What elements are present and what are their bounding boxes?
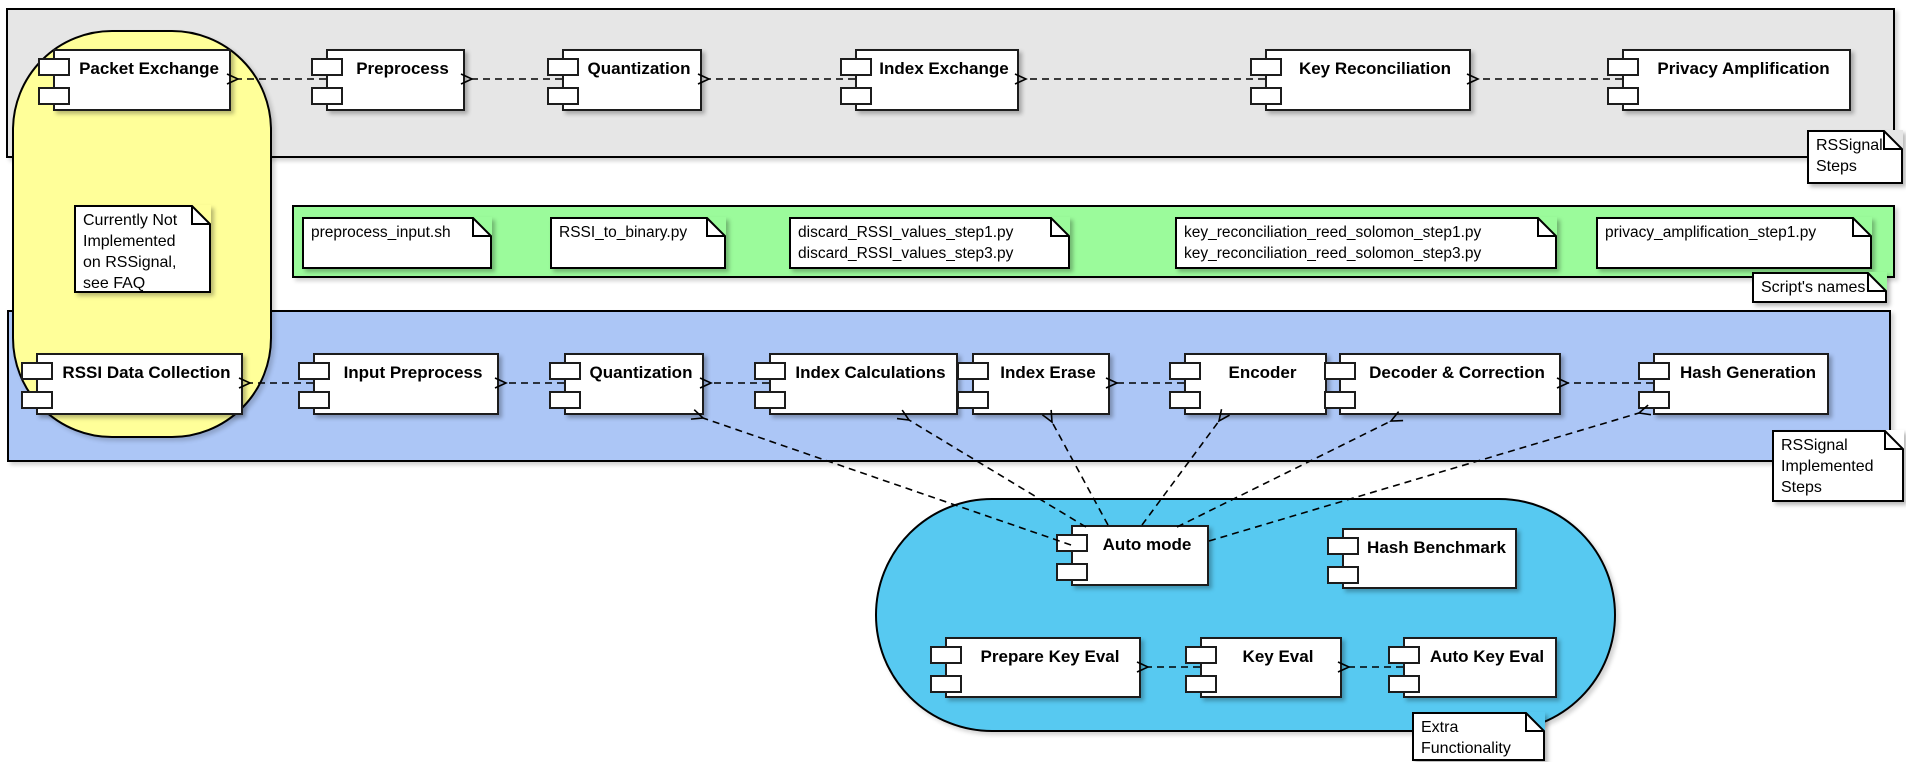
component-label: Index Calculations (795, 363, 946, 382)
note-fold-icon (191, 205, 211, 225)
note-discard-rssi-values[interactable]: discard_RSSI_values_step1.py discard_RSS… (789, 217, 1070, 269)
note-text: RSSignal Steps (1816, 137, 1883, 175)
component-packet-exchange[interactable]: Packet Exchange (38, 49, 231, 111)
component-label: Prepare Key Eval (980, 647, 1120, 666)
note-preprocess-input-sh[interactable]: preprocess_input.sh (302, 217, 492, 269)
component-label: Key Eval (1242, 647, 1314, 666)
note-fold-icon (1852, 217, 1872, 237)
component-hash-benchmark[interactable]: Hash Benchmark (1327, 528, 1517, 589)
component-key-eval[interactable]: Key Eval (1185, 637, 1342, 698)
note-text: RSSI_to_binary.py (559, 224, 688, 241)
component-privacy-amplification[interactable]: Privacy Amplification (1607, 49, 1851, 111)
component-label: Auto Key Eval (1429, 647, 1545, 666)
note-fold-icon (1867, 272, 1887, 292)
component-index-calculations[interactable]: Index Calculations (754, 353, 958, 415)
component-encoder[interactable]: Encoder (1169, 353, 1327, 415)
note-text: privacy_amplification_step1.py (1605, 224, 1817, 241)
note-fold-icon (472, 217, 492, 237)
note-text: Currently Not Implemented on RSSignal, s… (83, 212, 178, 292)
note-text: Script's names (1761, 279, 1866, 296)
note-extra-functionality[interactable]: Extra Functionality (1412, 712, 1545, 761)
note-text: Extra Functionality (1421, 719, 1511, 757)
component-auto-mode[interactable]: Auto mode (1056, 525, 1209, 586)
component-quantization-top[interactable]: Quantization (547, 49, 702, 111)
note-fold-icon (1537, 217, 1557, 237)
component-index-exchange[interactable]: Index Exchange (840, 49, 1019, 111)
component-input-preprocess[interactable]: Input Preprocess (298, 353, 499, 415)
component-index-erase[interactable]: Index Erase (957, 353, 1110, 415)
component-label: RSSI Data Collection (62, 363, 231, 382)
component-label: Index Erase (1000, 363, 1096, 382)
component-auto-key-eval[interactable]: Auto Key Eval (1388, 637, 1557, 698)
note-fold-icon (1883, 130, 1903, 150)
component-label: Preprocess (356, 59, 449, 78)
component-label: Packet Exchange (79, 59, 219, 78)
note-rssi-to-binary-py[interactable]: RSSI_to_binary.py (550, 217, 726, 269)
component-hash-generation[interactable]: Hash Generation (1638, 353, 1829, 415)
note-text: key_reconciliation_reed_solomon_step1.py… (1184, 224, 1482, 262)
component-key-reconciliation[interactable]: Key Reconciliation (1250, 49, 1471, 111)
note-fold-icon (1050, 217, 1070, 237)
component-quantization-implemented[interactable]: Quantization (549, 353, 704, 415)
note-fold-icon (706, 217, 726, 237)
component-rssi-data-collection[interactable]: RSSI Data Collection (21, 353, 243, 415)
note-rssignal-implemented-steps[interactable]: RSSignal Implemented Steps (1772, 430, 1904, 502)
component-label: Decoder & Correction (1369, 363, 1545, 382)
component-label: Auto mode (1102, 535, 1192, 554)
component-label: Input Preprocess (343, 363, 483, 382)
note-rssignal-steps[interactable]: RSSignal Steps (1807, 130, 1903, 184)
note-key-reconciliation-scripts[interactable]: key_reconciliation_reed_solomon_step1.py… (1175, 217, 1557, 269)
component-label: Quantization (587, 59, 691, 78)
component-label: Quantization (589, 363, 693, 382)
note-fold-icon (1884, 430, 1904, 450)
component-label: Privacy Amplification (1657, 59, 1830, 78)
note-text: RSSignal Implemented Steps (1781, 437, 1874, 496)
component-label: Encoder (1228, 363, 1297, 382)
note-privacy-amplification-script[interactable]: privacy_amplification_step1.py (1596, 217, 1872, 269)
note-fold-icon (1525, 712, 1545, 732)
component-prepare-key-eval[interactable]: Prepare Key Eval (930, 637, 1141, 698)
component-decoder-correction[interactable]: Decoder & Correction (1324, 353, 1561, 415)
note-script-names[interactable]: Script's names (1752, 272, 1887, 303)
note-text: preprocess_input.sh (311, 224, 451, 241)
component-preprocess[interactable]: Preprocess (311, 49, 465, 111)
component-label: Hash Benchmark (1367, 538, 1506, 557)
note-text: discard_RSSI_values_step1.py discard_RSS… (798, 224, 1014, 262)
note-not-implemented[interactable]: Currently Not Implemented on RSSignal, s… (74, 205, 211, 293)
component-label: Key Reconciliation (1298, 59, 1452, 78)
component-label: Hash Generation (1679, 363, 1817, 382)
component-label: Index Exchange (879, 59, 1009, 78)
